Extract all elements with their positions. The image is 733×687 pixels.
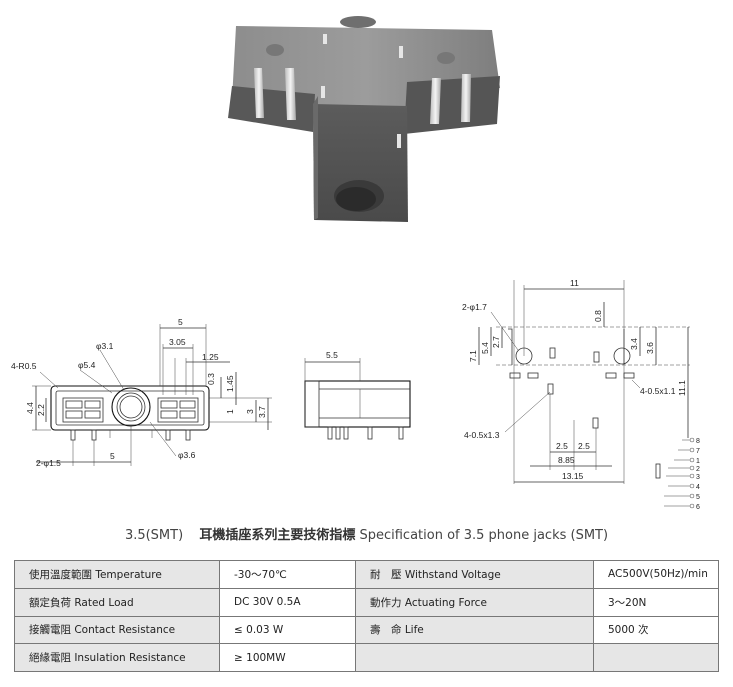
pin-label: 2 — [696, 466, 700, 473]
caption-chinese: 耳機插座系列主要技術指標 — [199, 528, 356, 543]
table-row: 接觸電阻 Contact Resistance ≤ 0.03 W 壽 命 Lif… — [14, 615, 719, 645]
table-row: 絕緣電阻 Insulation Resistance ≥ 100MW — [14, 643, 719, 672]
side-view-drawing: 5.5 — [304, 350, 411, 440]
front-view-drawing: 5 3.05 φ3.1 1.25 4-R0.5 φ5.4 0.3 1.45 1 … — [11, 317, 272, 468]
dim-11-1: 11.1 — [677, 380, 687, 396]
dim-5-5: 5.5 — [326, 350, 338, 360]
dim-11: 11 — [570, 278, 579, 288]
dim-5-bottom: 5 — [110, 451, 115, 461]
dim-pad-0-5x1-3: 4-0.5x1.3 — [464, 430, 500, 440]
caption-english: Specification of 3.5 phone jacks (SMT) — [359, 528, 609, 543]
table-cell: -30～70℃ — [219, 560, 356, 589]
dim-2-7: 2.7 — [491, 336, 501, 348]
table-row: 額定負荷 Rated Load DC 30V 0.5A 動作力 Actuatin… — [14, 587, 719, 617]
dim-1: 1 — [225, 409, 235, 414]
pin-label: 6 — [696, 504, 700, 511]
spec-table: 使用溫度範圍 Temperature -30～70℃ 耐 壓 Withstand… — [14, 560, 719, 672]
dim-2-2: 2.2 — [36, 404, 46, 416]
spec-caption: 3.5(SMT) 耳機插座系列主要技術指標 Specification of 3… — [0, 524, 733, 543]
pcb-layout-drawing: 11 2-φ1.7 0.8 2.7 5.4 7.1 3.4 3.6 11.1 4… — [462, 278, 690, 484]
dim-1-25: 1.25 — [202, 352, 219, 362]
dim-r-0-5: 4-R0.5 — [11, 361, 37, 371]
dim-7-1: 7.1 — [468, 350, 478, 362]
table-row: 使用溫度範圍 Temperature -30～70℃ 耐 壓 Withstand… — [14, 560, 719, 589]
dim-4-4: 4.4 — [25, 402, 35, 414]
pin-schematic: 8 7 1 2 3 4 5 6 — [655, 437, 700, 511]
dim-8-85: 8.85 — [558, 455, 575, 465]
pin-label: 3 — [696, 474, 700, 481]
dim-0-8: 0.8 — [593, 310, 603, 322]
table-cell: ≥ 100MW — [219, 643, 356, 672]
table-cell: 5000 次 — [593, 615, 719, 645]
table-cell: 壽 命 Life — [355, 615, 594, 645]
dim-2-5-a: 2.5 — [556, 441, 568, 451]
dim-5-4: 5.4 — [480, 342, 490, 354]
table-cell — [355, 643, 594, 672]
dim-phi-5-4: φ5.4 — [78, 360, 96, 370]
caption-prefix: 3.5(SMT) — [124, 528, 184, 543]
dim-13-15: 13.15 — [562, 471, 584, 481]
dim-3-4: 3.4 — [629, 338, 639, 350]
table-cell — [593, 643, 719, 672]
table-cell: 接觸電阻 Contact Resistance — [14, 615, 220, 645]
table-cell: 3～20N — [593, 587, 719, 617]
dim-phi-3-6: φ3.6 — [178, 450, 196, 460]
pin-label: 1 — [696, 458, 700, 465]
pin-label: 4 — [696, 484, 700, 491]
dim-2-5-b: 2.5 — [578, 441, 590, 451]
table-cell: 額定負荷 Rated Load — [14, 587, 220, 617]
pin-label: 5 — [696, 494, 700, 501]
pin-label: 8 — [696, 438, 700, 445]
dim-phi-1-5: 2-φ1.5 — [36, 458, 61, 468]
dim-pad-0-5x1-1: 4-0.5x1.1 — [640, 386, 676, 396]
table-cell: ≤ 0.03 W — [219, 615, 356, 645]
table-cell: 耐 壓 Withstand Voltage — [355, 560, 594, 589]
dim-3-6: 3.6 — [645, 342, 655, 354]
dim-phi-3-1: φ3.1 — [96, 341, 114, 351]
pin-label: 7 — [696, 448, 700, 455]
dim-3: 3 — [245, 409, 255, 414]
dim-1-45: 1.45 — [225, 375, 235, 392]
product-photo — [228, 16, 500, 222]
dim-5: 5 — [178, 317, 183, 327]
technical-drawings: 5 3.05 φ3.1 1.25 4-R0.5 φ5.4 0.3 1.45 1 … — [11, 278, 700, 511]
dim-3-05: 3.05 — [169, 337, 186, 347]
dim-phi-1-7: 2-φ1.7 — [462, 302, 487, 312]
table-cell: AC500V(50Hz)/min — [593, 560, 719, 589]
dim-3-7: 3.7 — [257, 406, 267, 418]
table-cell: 使用溫度範圍 Temperature — [14, 560, 220, 589]
dim-0-3: 0.3 — [206, 373, 216, 385]
table-cell: DC 30V 0.5A — [219, 587, 356, 617]
table-cell: 絕緣電阻 Insulation Resistance — [14, 643, 220, 672]
table-cell: 動作力 Actuating Force — [355, 587, 594, 617]
